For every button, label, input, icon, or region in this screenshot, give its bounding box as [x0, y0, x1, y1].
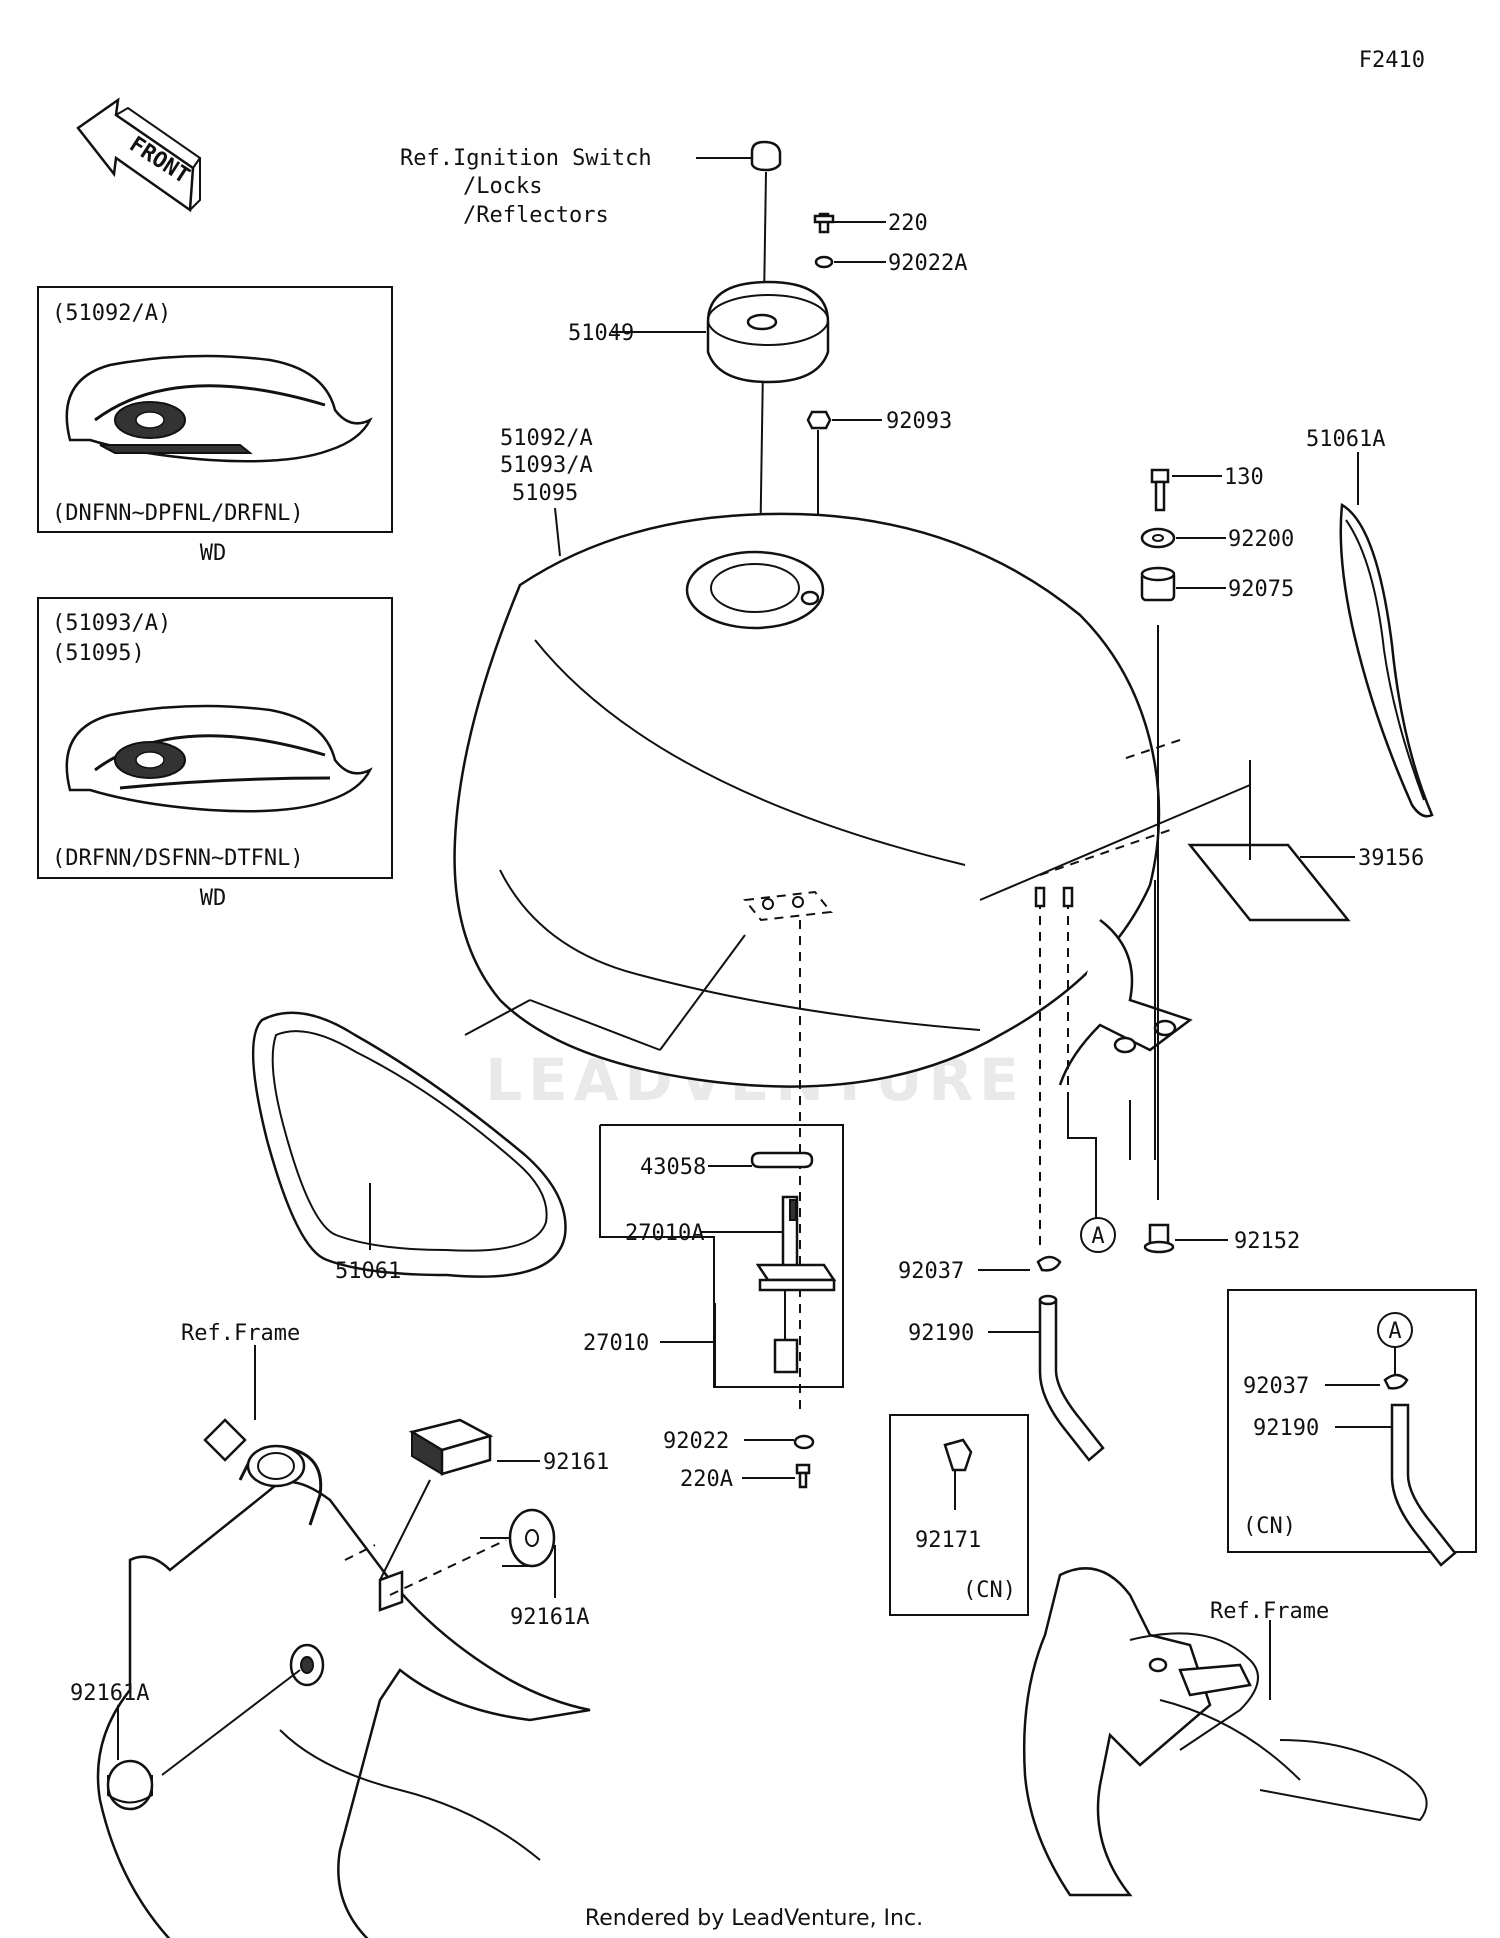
label-92161A-right: 92161A — [510, 1605, 589, 1630]
cn-tag-right: (CN) — [1243, 1514, 1296, 1539]
variant-box-1: (51092/A) (DNFNN~DPFNL/DRFNL) WD — [37, 286, 393, 566]
frame-right: Ref.Frame — [1022, 1567, 1428, 1897]
ref-ignition-line2: /Locks — [463, 174, 542, 199]
label-92190: 92190 — [908, 1321, 974, 1346]
label-130: 130 — [1224, 465, 1264, 490]
label-27010A: 27010A — [625, 1221, 704, 1246]
tank-number-1: 51092/A — [500, 426, 593, 451]
pad-92161: 92161 — [379, 1418, 609, 1581]
nut-92093: 92093 — [806, 409, 952, 590]
screw-220A: 220A — [680, 1463, 811, 1492]
label-92161: 92161 — [543, 1450, 609, 1475]
cap-base-51049: 51049 — [568, 280, 830, 384]
label-220A: 220A — [680, 1467, 733, 1492]
pump-27010A: 27010A — [625, 1195, 837, 1374]
label-43058: 43058 — [640, 1155, 706, 1180]
label-92093: 92093 — [886, 409, 952, 434]
damper-92161A-right: 92161A — [389, 1508, 589, 1630]
cn-box-92171: 92171 (CN) — [889, 1414, 1029, 1616]
gasket-43058: 43058 — [640, 1151, 814, 1180]
ref-ignition-label: Ref.Ignition Switch /Locks /Reflectors — [400, 146, 752, 228]
fuel-pump-mount — [743, 890, 833, 922]
bolt-130: 130 — [1150, 465, 1264, 512]
variant-box-2: (51093/A) (51095) (DRFNN/DSFNN~DTFNL) WD — [37, 597, 393, 911]
fuel-tank — [453, 512, 1193, 1088]
collar-92152: 92152 — [1143, 1223, 1300, 1254]
variant-2-code-2: (51095) — [52, 641, 145, 666]
tank-number-2: 51093/A — [500, 453, 593, 478]
label-39156: 39156 — [1358, 846, 1424, 871]
screw-220: 220 — [813, 211, 928, 236]
variant-1-models: (DNFNN~DPFNL/DRFNL) — [52, 501, 304, 526]
front-arrow-icon: FRONT — [76, 97, 202, 213]
clamp-92037: 92037 — [898, 1255, 1062, 1284]
fuel-pump-group: 43058 27010A 27010 92022 220A — [583, 920, 844, 1492]
variant-2-code-1: (51093/A) — [52, 611, 171, 636]
label-92022: 92022 — [663, 1429, 729, 1454]
variant-2-region: WD — [200, 886, 227, 911]
label-92161A-left: 92161A — [70, 1681, 149, 1706]
diagram-code: F2410 — [1359, 48, 1425, 73]
cn-tag-92171: (CN) — [963, 1578, 1016, 1603]
cn-label-92037: 92037 — [1243, 1374, 1309, 1399]
cn-box-right: A 92037 92190 (CN) — [1227, 1289, 1477, 1567]
frame-left: Ref.Frame — [96, 1321, 591, 1938]
ref-ignition-line3: /Reflectors — [463, 203, 609, 228]
tank-number-3: 51095 — [512, 481, 578, 506]
damper-92075: 92075 — [1140, 566, 1294, 1200]
footer-credit: Rendered by LeadVenture, Inc. — [585, 1906, 923, 1931]
emblem-51061A: 51061A — [1306, 427, 1434, 818]
label-92022A: 92022A — [888, 251, 967, 276]
variant-1-region: WD — [200, 541, 227, 566]
label-220: 220 — [888, 211, 928, 236]
cn-marker-a: A — [1388, 1319, 1401, 1344]
label-51061: 51061 — [335, 1259, 401, 1284]
damper-92161A-left: 92161A — [70, 1669, 301, 1811]
variant-1-code: (51092/A) — [52, 301, 171, 326]
washer-92200: 92200 — [1140, 527, 1294, 552]
washer-92022A: 92022A — [814, 251, 967, 276]
marker-a: A — [1091, 1224, 1104, 1249]
label-92037: 92037 — [898, 1259, 964, 1284]
label-92200: 92200 — [1228, 527, 1294, 552]
hose-92190: 92190 — [908, 1294, 1105, 1462]
label-ref-frame-right: Ref.Frame — [1210, 1599, 1329, 1624]
washer-92022: 92022 — [663, 1429, 815, 1454]
label-92171: 92171 — [915, 1528, 981, 1553]
tank-part-numbers: 51092/A 51093/A 51095 — [500, 426, 593, 557]
emblem-51061: 51061 — [251, 1011, 567, 1284]
variant-2-models: (DRFNN/DSFNN~DTFNL) — [52, 846, 304, 871]
cn-label-92190: 92190 — [1253, 1416, 1319, 1441]
label-ref-frame-left: Ref.Frame — [181, 1321, 300, 1346]
label-51061A: 51061A — [1306, 427, 1385, 452]
label-92152: 92152 — [1234, 1229, 1300, 1254]
hose-assembly: A 92037 92190 — [898, 886, 1116, 1462]
ref-ignition-line1: Ref.Ignition Switch — [400, 146, 652, 171]
label-51049: 51049 — [568, 321, 634, 346]
label-27010: 27010 — [583, 1331, 649, 1356]
pad-39156: 39156 — [1187, 760, 1424, 922]
label-92075: 92075 — [1228, 577, 1294, 602]
